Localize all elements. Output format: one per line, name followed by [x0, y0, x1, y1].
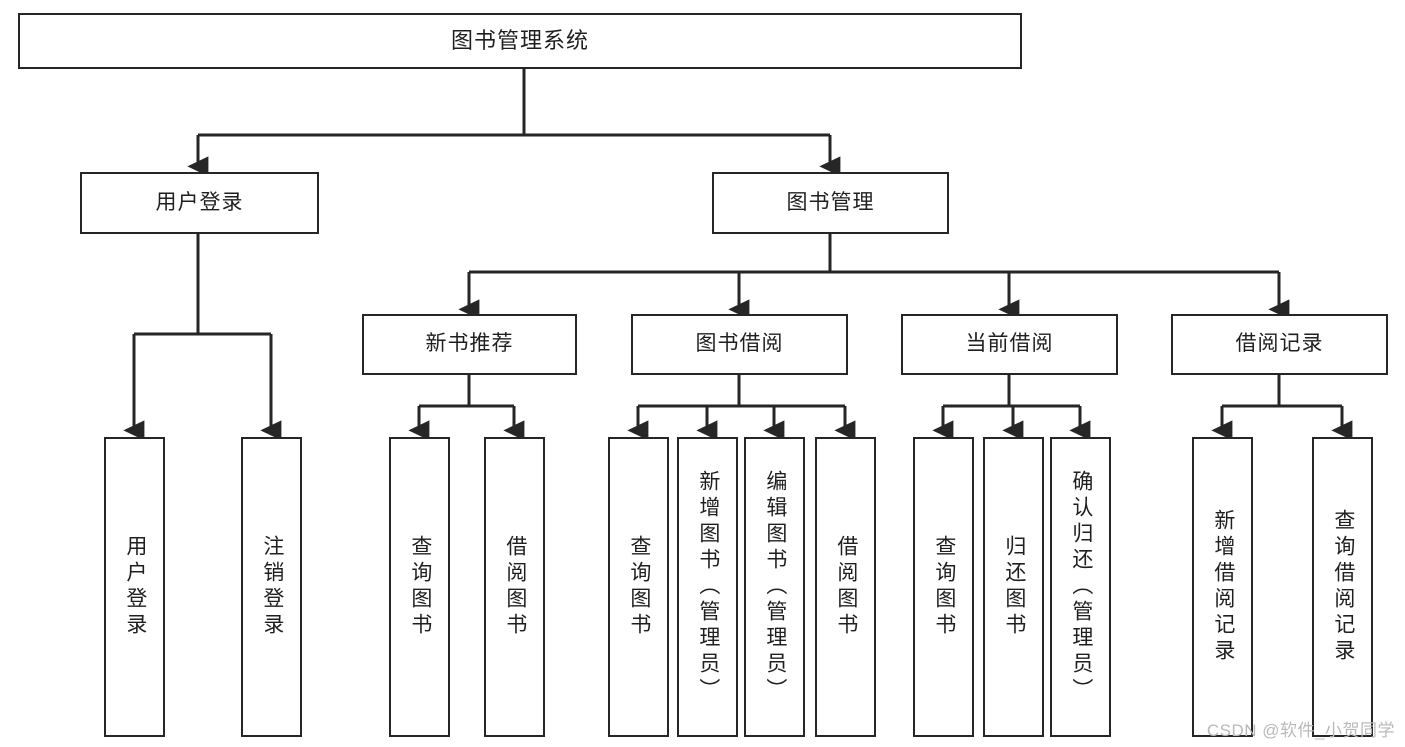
node-label: 注销登录 — [260, 535, 284, 639]
node-new-book-recommend[interactable]: 新书推荐 — [362, 314, 577, 375]
node-leaf-query-book[interactable]: 查询图书 — [608, 437, 669, 737]
watermark-text: CSDN @软件_小贺同学 — [1206, 721, 1395, 740]
node-leaf-add-borrow-record[interactable]: 新增借阅记录 — [1192, 437, 1253, 737]
node-leaf-edit-book-admin[interactable]: 编辑图书（管理员） — [744, 437, 805, 737]
node-label: 借阅图书 — [834, 535, 858, 639]
node-label: 确认归还（管理员） — [1069, 470, 1093, 704]
node-label: 查询图书 — [408, 535, 432, 639]
node-leaf-return-book[interactable]: 归还图书 — [983, 437, 1044, 737]
node-label: 新书推荐 — [425, 332, 514, 356]
node-label: 当前借阅 — [965, 332, 1054, 356]
node-label: 图书借阅 — [695, 332, 784, 356]
node-label: 查询借阅记录 — [1331, 509, 1355, 665]
node-current-borrow[interactable]: 当前借阅 — [901, 314, 1118, 375]
node-user-login[interactable]: 用户登录 — [80, 172, 319, 234]
node-leaf-query-book-current[interactable]: 查询图书 — [913, 437, 974, 737]
node-label: 用户登录 — [123, 535, 147, 639]
node-borrow-record[interactable]: 借阅记录 — [1171, 314, 1388, 375]
node-label: 新增借阅记录 — [1211, 509, 1235, 665]
node-label: 图书管理系统 — [450, 28, 589, 54]
node-label: 查询图书 — [932, 535, 956, 639]
node-leaf-query-borrow-record[interactable]: 查询借阅记录 — [1312, 437, 1373, 737]
node-leaf-confirm-return-admin[interactable]: 确认归还（管理员） — [1050, 437, 1111, 737]
node-leaf-borrow-book-recommend[interactable]: 借阅图书 — [484, 437, 545, 737]
node-leaf-user-login[interactable]: 用户登录 — [104, 437, 165, 737]
node-leaf-add-book-admin[interactable]: 新增图书（管理员） — [677, 437, 738, 737]
node-book-management[interactable]: 图书管理 — [712, 172, 949, 234]
node-label: 图书管理 — [786, 190, 875, 214]
node-label: 查询图书 — [627, 535, 651, 639]
node-leaf-query-book-recommend[interactable]: 查询图书 — [389, 437, 450, 737]
node-label: 用户登录 — [155, 190, 244, 214]
node-label: 新增图书（管理员） — [696, 470, 720, 704]
node-label: 归还图书 — [1002, 535, 1026, 639]
node-leaf-logout[interactable]: 注销登录 — [241, 437, 302, 737]
node-leaf-borrow-book[interactable]: 借阅图书 — [815, 437, 876, 737]
node-label: 借阅图书 — [503, 535, 527, 639]
node-root-library-system[interactable]: 图书管理系统 — [18, 13, 1022, 69]
node-label: 借阅记录 — [1235, 332, 1324, 356]
node-book-borrow[interactable]: 图书借阅 — [631, 314, 848, 375]
node-label: 编辑图书（管理员） — [763, 470, 787, 704]
